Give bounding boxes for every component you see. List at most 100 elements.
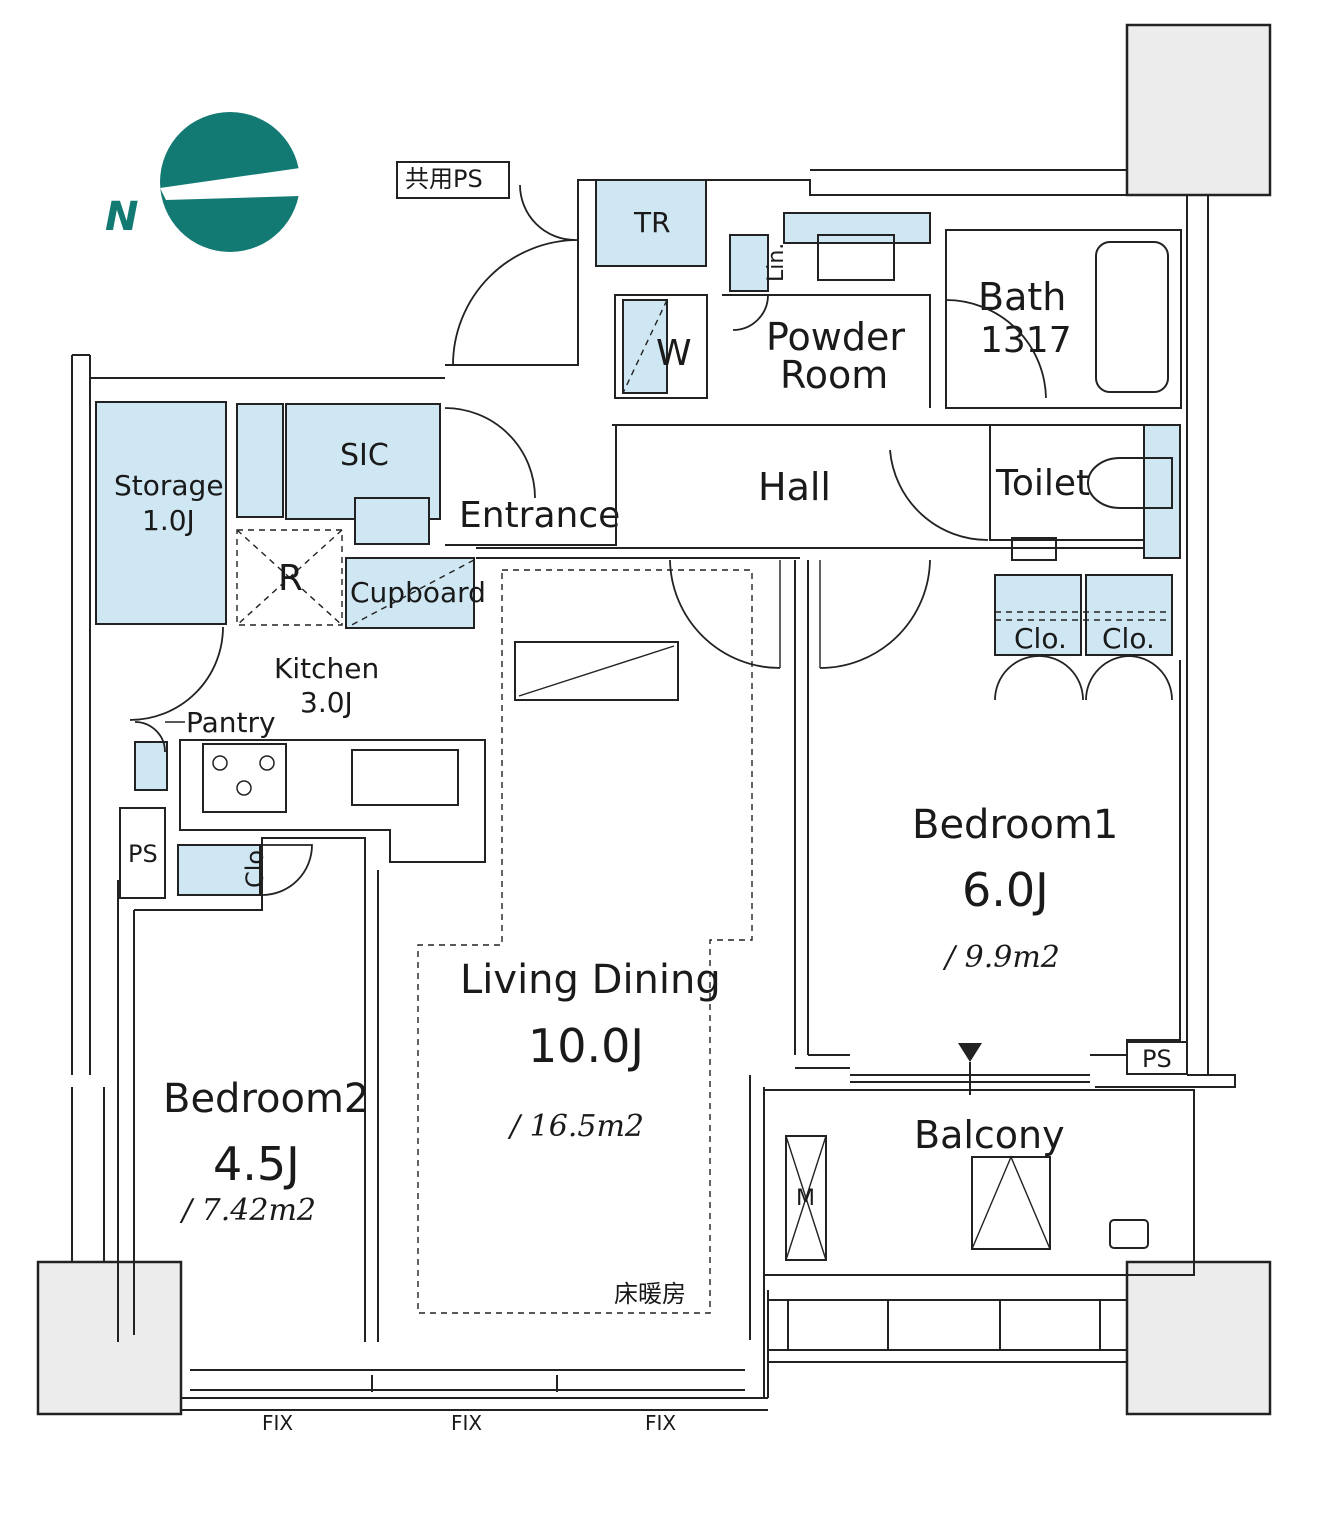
hall-lower-wall <box>476 547 1180 559</box>
cupboard <box>345 557 475 629</box>
ps-right-label: PS <box>1142 1045 1172 1073</box>
balcony-railing <box>768 1299 1127 1363</box>
kitchen-label: Kitchen <box>274 652 379 685</box>
small-closet <box>177 844 261 896</box>
small-closet-door-arc <box>261 844 313 896</box>
bath-label: Bath <box>978 275 1066 319</box>
outer-wall-left-inner <box>117 880 135 1342</box>
sic-side-shelf <box>236 403 284 518</box>
bedroom2-size: 4.5J <box>213 1137 300 1191</box>
hall-label: Hall <box>758 465 831 509</box>
entrance-label: Entrance <box>459 495 620 536</box>
kitchen-sink <box>351 749 459 806</box>
bathtub <box>1095 241 1169 393</box>
toilet-door-arc <box>889 449 989 541</box>
linen-cabinet <box>729 234 769 292</box>
sic-lower-shelf <box>354 497 430 545</box>
balcony-area <box>763 1089 1195 1276</box>
entrance-door-arc <box>452 239 579 366</box>
fix-2-label: FIX <box>451 1411 482 1435</box>
lin-door-arc <box>732 294 769 331</box>
window-frames <box>190 1369 745 1392</box>
fix-3-label: FIX <box>645 1411 676 1435</box>
clo-3-label: Clo. <box>241 843 269 888</box>
bedroom1-name: Bedroom1 <box>912 802 1118 848</box>
shared-ps-label: 共用PS <box>405 165 483 193</box>
powder-room-label-2: Room <box>780 353 888 397</box>
powder-room-wall <box>612 294 1000 426</box>
north-label: N <box>105 194 138 240</box>
toilet-label: Toilet <box>995 463 1090 504</box>
toilet-paper <box>1011 537 1057 561</box>
bedroom1-size: 6.0J <box>962 863 1049 917</box>
bath-door-arc <box>945 299 1047 399</box>
sic-label: SIC <box>340 438 389 473</box>
bedroom2-walls <box>134 837 379 1342</box>
column-top-right <box>1125 23 1272 197</box>
outer-wall-bottom <box>181 1075 769 1411</box>
shared-ps-box <box>396 161 510 199</box>
bedroom2-name: Bedroom2 <box>163 1076 369 1122</box>
powder-room-label-1: Powder <box>766 315 905 359</box>
toilet-tank <box>1143 424 1181 559</box>
ps-box-left <box>119 807 166 899</box>
balcony-label: Balcony <box>914 1113 1065 1157</box>
storage-label: Storage <box>114 469 224 502</box>
refrigerator-space <box>236 529 343 626</box>
washer-area <box>614 294 708 399</box>
bedroom1-door-arc <box>819 559 931 669</box>
fix-1-label: FIX <box>262 1411 293 1435</box>
bedroom1-area: / 9.9m2 <box>942 940 1060 975</box>
toilet-bowl <box>1087 457 1173 509</box>
m-label: M <box>796 1186 815 1211</box>
bedroom2-area: / 7.42m2 <box>179 1193 316 1228</box>
storage-size-label: 1.0J <box>142 504 195 537</box>
floor-heating-label: 床暖房 <box>614 1280 686 1308</box>
entrance-step <box>445 425 617 546</box>
closet-door-arcs <box>994 655 1173 701</box>
ps-door-arc <box>519 184 576 241</box>
lin-label: Lin. <box>764 243 789 282</box>
outer-wall <box>71 354 445 1262</box>
ps-box-right <box>1126 1041 1188 1075</box>
column-bottom-left <box>36 1260 183 1416</box>
north-compass-icon <box>160 112 300 252</box>
balcony-faucet-icon <box>1109 1219 1149 1249</box>
pantry-door-arc <box>134 721 166 753</box>
living-name: Living Dining <box>460 957 721 1003</box>
cupboard-label: Cupboard <box>350 576 486 609</box>
tr-cabinet <box>595 179 707 267</box>
closet-1 <box>994 574 1082 656</box>
ac-unit-m <box>785 1135 827 1261</box>
storage-door-arc <box>129 626 224 721</box>
clo-2-label: Clo. <box>1102 622 1155 655</box>
closet-2 <box>1085 574 1173 656</box>
floor-heating-zone <box>417 569 753 1314</box>
bedroom1-walls <box>794 560 1181 1069</box>
tr-label: TR <box>633 206 671 239</box>
vanity-counter <box>783 212 931 244</box>
pantry-shelf <box>134 741 168 791</box>
stove <box>202 743 287 813</box>
stove-burners-icon <box>212 755 275 796</box>
washer <box>622 299 668 394</box>
sic-door-arc <box>444 407 536 499</box>
column-bottom-right <box>1125 1260 1272 1416</box>
kitchen-counter <box>179 739 486 863</box>
living-area: / 16.5m2 <box>507 1109 644 1144</box>
vanity-basin <box>817 234 895 281</box>
clo-1-label: Clo. <box>1014 622 1067 655</box>
balcony-door-marker-icon <box>958 1043 982 1062</box>
pantry-label: Pantry <box>186 706 276 739</box>
bath-room <box>945 229 1182 409</box>
w-label: W <box>656 333 692 374</box>
ac-unit-2 <box>971 1156 1051 1250</box>
kitchen-size-label: 3.0J <box>300 686 353 719</box>
ps-left-label: PS <box>128 840 158 868</box>
r-label: R <box>278 558 303 599</box>
living-door-arc <box>669 559 781 669</box>
kitchen-hood <box>514 641 679 701</box>
living-size: 10.0J <box>528 1019 644 1073</box>
storage-area <box>95 401 227 625</box>
